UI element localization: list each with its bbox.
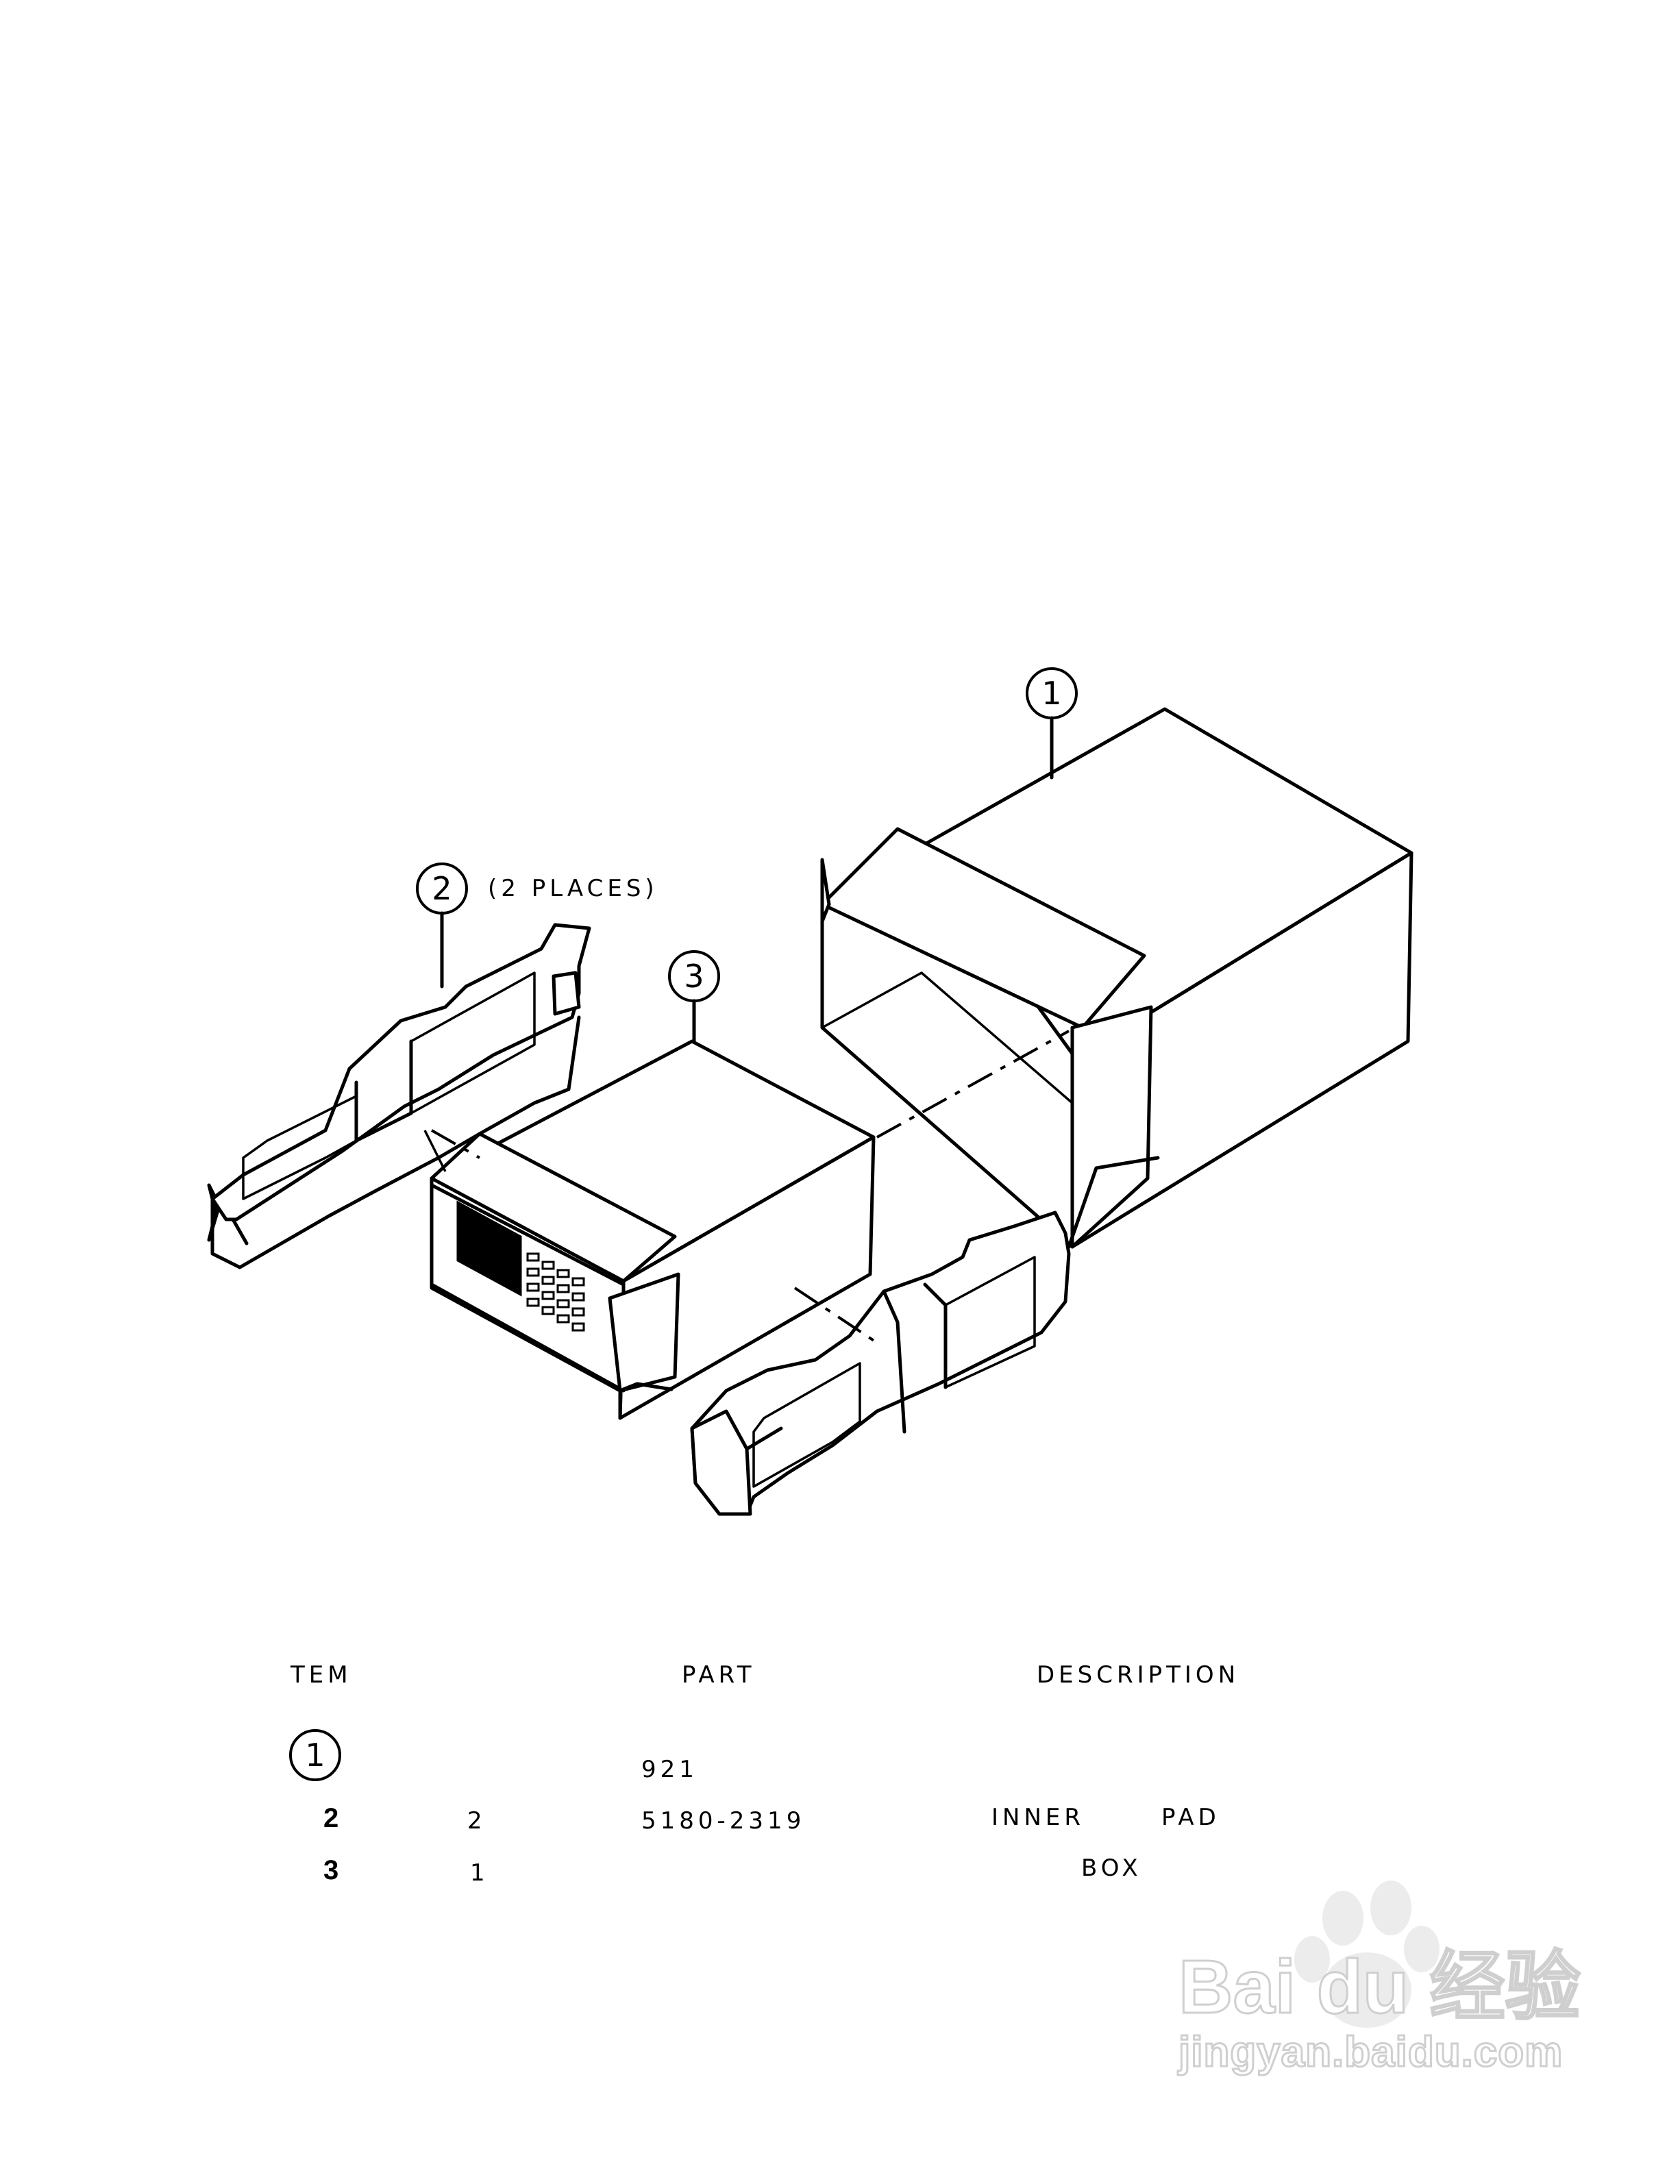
watermark-logo: Bai du 经验	[1178, 1911, 1582, 2031]
table-header-description: DESCRIPTION	[1037, 1661, 1240, 1689]
callout-1: 1	[1026, 667, 1078, 780]
callout-2-label: 2	[432, 870, 452, 907]
callout-3: 3	[668, 950, 720, 1043]
callout-2-note: (2 PLACES)	[488, 875, 658, 902]
table-row-3-description-1: BOX	[1081, 1854, 1142, 1882]
table-header-item: TEM	[291, 1661, 352, 1689]
inner-pad-left	[207, 923, 591, 1269]
table-row-3-item: 3	[323, 1855, 339, 1885]
callout-1-label: 1	[1041, 675, 1061, 712]
table-row-1-item-circle: 1	[289, 1729, 341, 1781]
instrument-unit	[423, 1039, 876, 1420]
table-row-3-qty: 1	[470, 1859, 489, 1887]
table-row-2-part: 5180-2319	[641, 1807, 806, 1835]
table-row-2-qty: 2	[467, 1807, 486, 1835]
assembly-line-instrument-carton	[876, 1030, 1070, 1139]
table-header-part: PART	[682, 1661, 756, 1689]
table-row-2-description-2: PAD	[1161, 1804, 1220, 1831]
table-row-1-part: 921	[641, 1756, 698, 1783]
watermark-logo-text: Bai du 经验	[1178, 1944, 1582, 2031]
inner-pad-right	[690, 1211, 1071, 1516]
paw-icon	[1294, 1881, 1440, 2028]
table-row-2-description-1: INNER	[991, 1804, 1085, 1831]
assembly-line-pad-instrument	[431, 1129, 480, 1159]
outer-carton	[820, 707, 1413, 1249]
table-row-1-item: 1	[305, 1737, 325, 1774]
watermark-url: jingyan.baidu.com	[1177, 2028, 1564, 2077]
callout-3-label: 3	[684, 958, 704, 995]
callout-2: 2 (2 PLACES)	[416, 863, 658, 989]
table-row-2-item: 2	[323, 1803, 339, 1833]
assembly-line-instrument-pad	[793, 1287, 878, 1344]
